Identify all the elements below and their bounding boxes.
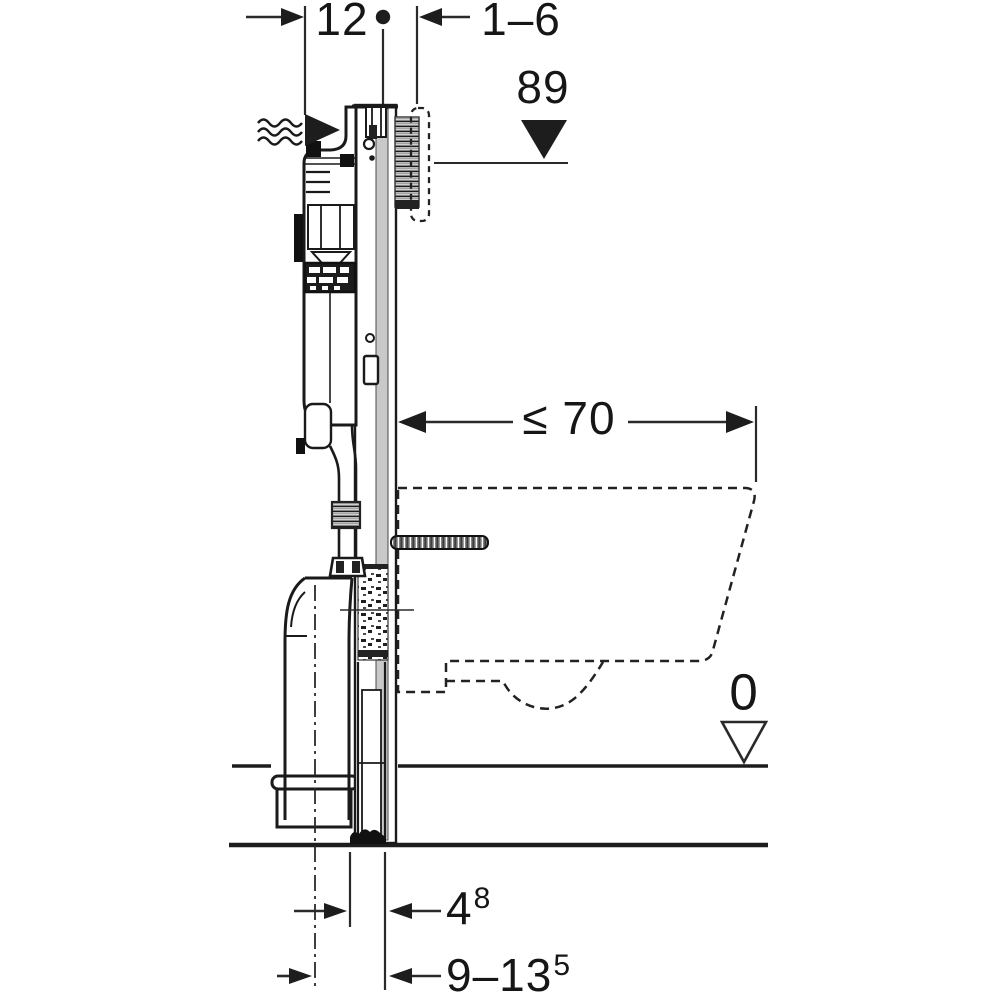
dim-bowl-depth-lines [398,406,758,482]
filled-triangle-down-icon [521,120,567,159]
water-inlet-fitting [306,141,321,157]
outlet-offset-value: 4 [446,882,473,934]
drain-elbow [283,576,354,820]
threaded-rods [394,116,420,208]
dim-actuator-height-label: 89 [516,61,570,113]
mounting-frame [350,103,431,845]
outlet-height-range-sup: 5 [553,949,572,982]
floor-datum-label: 0 [729,663,759,721]
actuator-zone-dashed [409,106,431,223]
flush-bend [328,424,367,578]
open-triangle-down-icon [719,720,769,765]
outlet-connection-zone [357,565,389,661]
actuator-level-marker [434,120,568,164]
flush-valve-block [303,261,357,294]
cistern [294,105,358,454]
water-supply-icon [257,114,340,146]
dim-outlet-offset-label: 48 [446,882,492,934]
fixing-rod [390,535,489,550]
dim-outlet-height-range-label: 9–135 [446,949,572,1000]
outlet-height-range-value: 9–13 [446,949,553,1000]
dim-max-bowl-depth-label: ≤ 70 [522,392,616,444]
dim-frame-depth-lines [246,6,470,115]
pipe-sleeve [330,500,362,530]
dim-outlet-lines [277,852,441,990]
reference-dot [375,9,391,25]
frame-foot [350,829,386,844]
floor-lines [229,764,768,848]
toilet-bowl-outline [396,486,756,710]
dim-wall-finish-range-label: 1–6 [481,0,561,45]
dim-frame-depth-label: 12 [315,0,369,45]
outlet-offset-sup: 8 [473,882,492,915]
